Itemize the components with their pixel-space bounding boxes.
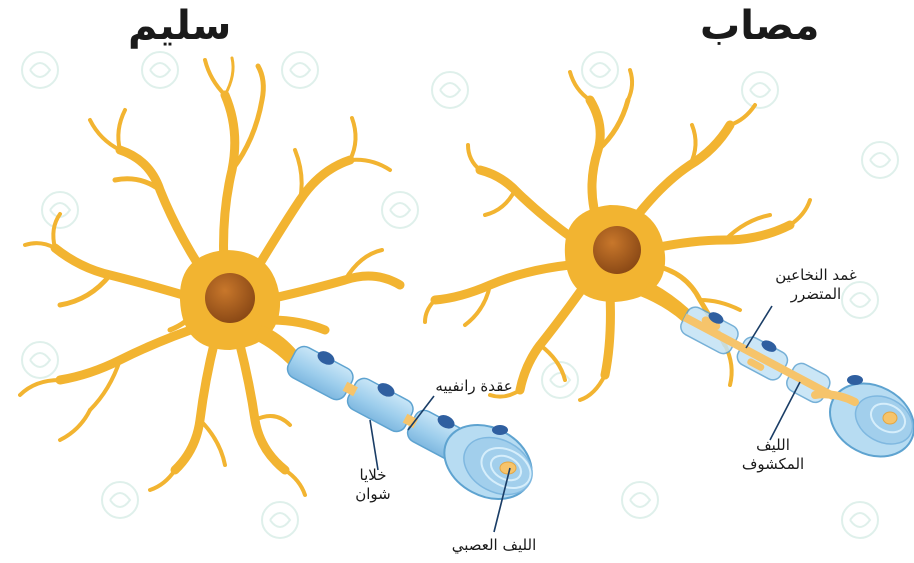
title-affected: مصاب [700,2,819,50]
label-damaged-myelin: غمد النخاعين المتضرر [756,266,876,304]
label-exposed-line-2: المكشوف [718,455,828,474]
label-schwann-line-1: خلايا [338,466,408,485]
label-node-of-ranvier: عقدة رانفييه [424,377,524,396]
label-schwann-cells: خلايا شوان [338,466,408,504]
label-nerve-fiber: الليف العصبي [434,536,554,555]
title-healthy: سليم [128,2,231,50]
label-myelin-line-1: غمد النخاعين [756,266,876,285]
label-schwann-line-2: شوان [338,485,408,504]
label-exposed-line-1: الليف [718,436,828,455]
label-myelin-line-2: المتضرر [756,285,876,304]
label-exposed-fiber: الليف المكشوف [718,436,828,474]
